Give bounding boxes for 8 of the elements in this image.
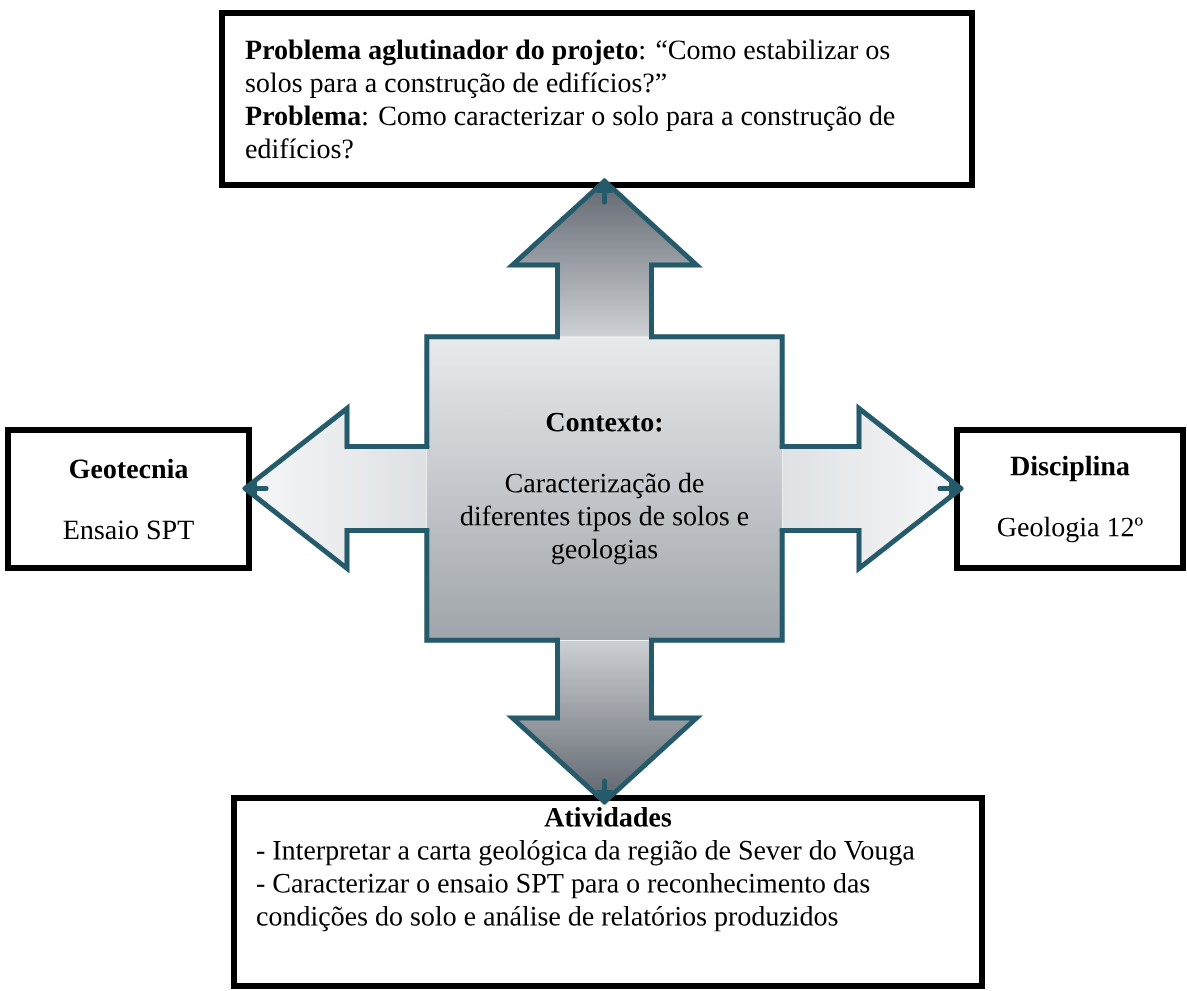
- info-box: Geotecnia Ensaio SPT: [5, 427, 252, 571]
- info-box: Disciplina Geologia 12º: [954, 427, 1186, 571]
- block-arrow: [506, 637, 703, 805]
- activities-box: Atividades - Interpretar a carta geológica da região de Sever do Vouga - Caracterizar o ensaio SPT para o reconhecimento das condições do solo e análise de relatórios produzidos: [231, 795, 985, 989]
- block-arrow: [779, 403, 964, 574]
- problem-box: Problema aglutinador do projeto: “Como estabilizar os solos para a construção de edifícios?” Problema: Como caracterizar o solo para a construção de edifícios?: [219, 10, 975, 188]
- block-arrow: [506, 178, 703, 340]
- block-arrow: [242, 403, 430, 574]
